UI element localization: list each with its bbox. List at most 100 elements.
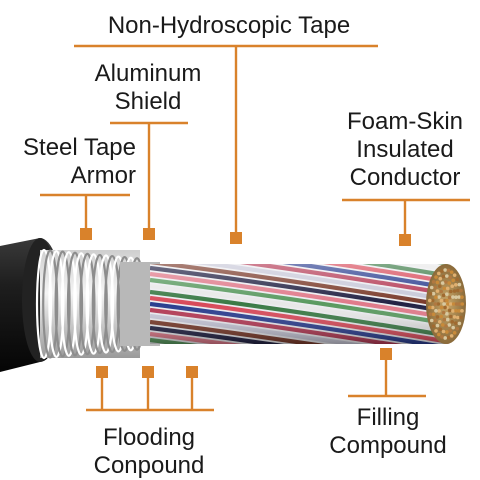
conductor-end-dot: [433, 318, 437, 323]
conductor-end-dot: [448, 328, 452, 333]
conductor-end-dot: [427, 298, 432, 303]
armor-ring: [66, 251, 84, 357]
conductor-end-dot: [435, 289, 440, 293]
conductor-end-dot: [452, 273, 457, 277]
conductor-end-dot: [453, 283, 458, 287]
conductor-end-dot: [441, 293, 446, 298]
conductor-end-dot: [439, 289, 444, 294]
conductor-end-dot: [455, 288, 460, 293]
conductor-end-dot: [434, 329, 438, 333]
marker-steel-tape-armor: [80, 228, 92, 240]
marker-filling-compound: [380, 348, 392, 360]
conductor-end-dot: [457, 302, 462, 306]
conductor-end-dot: [440, 269, 444, 273]
conductor-end-dot: [441, 310, 446, 315]
conductor-end-dot: [441, 329, 446, 334]
conductor-end-dot: [433, 285, 437, 290]
conductor-end-dot: [447, 323, 452, 327]
conductor-end-dot: [430, 298, 435, 303]
conductor-end-dot: [445, 274, 449, 278]
label-non-hydroscopic-tape: Non-Hydroscopic Tape: [107, 12, 351, 39]
conductor-end-dot: [427, 305, 432, 310]
label-aluminum-shield: Aluminum Shield: [78, 60, 218, 116]
conductor-end-dot: [449, 302, 453, 306]
conductor-end-dot: [431, 280, 436, 284]
conductor-end-dot: [452, 331, 457, 335]
conductor-end-dot: [442, 302, 446, 306]
conductor-end-dot: [455, 326, 460, 331]
conductor-end-dot: [433, 302, 438, 306]
conductor-end-dot: [445, 317, 450, 322]
conductor-end-dot: [443, 336, 447, 340]
label-foam-skin-insulated-conductor: Foam-Skin Insulated Conductor: [330, 108, 480, 192]
conductor-end-dot: [459, 288, 463, 293]
conductor-end-dot: [442, 317, 447, 322]
label-foam-skin-line-2: Insulated: [356, 136, 454, 163]
conductor-ends: [427, 268, 465, 340]
conductor-end-dot: [448, 289, 453, 294]
armor-ring: [73, 252, 90, 356]
armor-ring: [35, 248, 53, 360]
armor-ring: [54, 250, 71, 358]
conductor-end-dot: [439, 305, 444, 310]
conductor-end-dot: [446, 302, 450, 306]
conductor-end-dot: [460, 295, 464, 299]
conductor-end-dot: [429, 318, 434, 323]
conductor-end-dot: [436, 302, 441, 306]
conductor-end-dot: [452, 289, 457, 293]
conductor-end-dot: [447, 308, 452, 313]
conductor-end-dot: [438, 327, 443, 332]
armor-ring: [91, 253, 108, 355]
conductor-end-dot: [437, 332, 441, 337]
armor-ring: [79, 252, 96, 356]
conductor-end-dot: [434, 275, 438, 279]
conductor-end-dot: [449, 334, 454, 338]
conductor-end-dot: [438, 276, 443, 281]
label-aluminum-shield-line-1: Aluminum: [94, 60, 202, 87]
label-flooding-compound-line-2: Conpound: [93, 452, 205, 479]
conductor-end-dot: [447, 281, 452, 285]
armor-ring: [60, 251, 77, 357]
conductor-end-dot: [443, 268, 447, 272]
conductor-end-dot: [444, 280, 448, 284]
conductor-end-dot: [455, 315, 460, 320]
conductor-end-dot: [437, 309, 441, 313]
label-steel-tape-armor-line-1: Steel Tape: [23, 134, 136, 161]
marker-flooding-2: [142, 366, 154, 378]
conductor-end-dot: [445, 330, 449, 334]
conductor-end-dot: [440, 335, 444, 339]
conductor-end-dot: [450, 319, 455, 324]
conductor-end-dot: [451, 302, 456, 306]
conductor-end-dot: [451, 295, 455, 299]
conductor-end-dot: [439, 298, 444, 303]
marker-foam-skin: [399, 234, 411, 246]
label-foam-skin-line-1: Foam-Skin: [346, 108, 464, 135]
conductor-end-dot: [434, 295, 438, 300]
conductor-end-dot: [452, 315, 457, 319]
conductor-end-dot: [454, 295, 458, 300]
marker-flooding-1: [96, 366, 108, 378]
conductor-end-dot: [443, 305, 447, 310]
conductor-end-dot: [430, 305, 435, 310]
conductor-end-dot: [455, 277, 460, 282]
conductor-end-dot: [437, 271, 441, 276]
conductor-end-dot: [451, 309, 455, 313]
label-filling-compound-line-1: Filling: [356, 404, 420, 431]
conductor-end-dot: [453, 321, 458, 325]
conductor-end-dot: [440, 323, 445, 327]
conductor-end-dot: [454, 302, 459, 306]
armor-ring: [85, 253, 102, 355]
label-filling-compound-line-2: Compound: [329, 432, 447, 459]
label-steel-tape-armor: Steel Tape Armor: [0, 134, 136, 190]
label-foam-skin-line-3: Conductor: [349, 164, 461, 191]
label-filling-compound: Filling Compound: [310, 404, 466, 460]
conductor-end-dot: [434, 308, 438, 313]
conductor-end-dot: [431, 291, 436, 296]
conductor-end-dot: [437, 295, 441, 299]
marker-flooding-3: [186, 366, 198, 378]
conductor-end-dot: [437, 319, 442, 324]
conductor-end-dot: [435, 280, 440, 285]
conductor-end-dot: [440, 281, 445, 285]
